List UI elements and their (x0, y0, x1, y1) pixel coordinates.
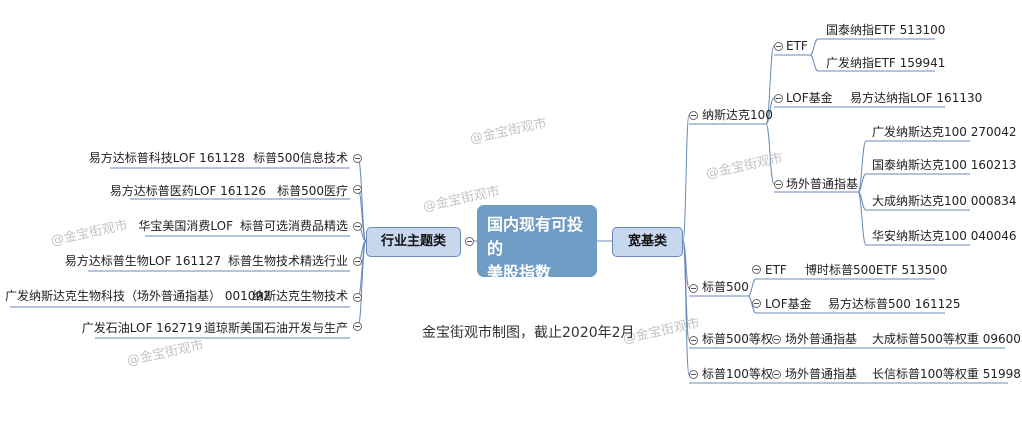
nasdaq-otc-fund-1: 广发纳斯达克100 270042 (872, 125, 1017, 139)
nasdaq-etf-fund-2: 广发纳指ETF 159941 (826, 56, 946, 70)
collapse-toggle-left-6[interactable] (353, 322, 362, 331)
nasdaq-otc-fund-3: 大成纳斯达克100 000834 (872, 194, 1017, 208)
collapse-toggle-sp500eq[interactable] (689, 336, 698, 345)
collapse-toggle-sp500eq-otc[interactable] (772, 335, 781, 344)
source-note: 金宝街观市制图，截止2020年2月 (422, 325, 635, 341)
nasdaq-etf-node[interactable]: ETF (786, 39, 808, 53)
sp500-etf-fund: 博时标普500ETF 513500 (805, 263, 948, 277)
collapse-toggle-sp100eq-otc[interactable] (772, 370, 781, 379)
left-theme-1: 标普500信息技术 (253, 151, 348, 165)
collapse-toggle-left-2[interactable] (353, 185, 362, 194)
collapse-toggle-nasdaq100[interactable] (689, 111, 698, 120)
collapse-toggle-industry[interactable] (465, 237, 474, 246)
sp500eq-fund: 大成标普500等权重 096001 (872, 332, 1022, 346)
sp500-node[interactable]: 标普500 (702, 280, 749, 294)
collapse-toggle-left-4[interactable] (353, 257, 362, 266)
left-fund-5: 广发纳斯达克生物科技（场外普通指基） 001092 (5, 289, 271, 303)
collapse-toggle-sp500[interactable] (689, 284, 698, 293)
collapse-toggle-left-3[interactable] (353, 222, 362, 231)
industry-theme-node[interactable]: 行业主题类 (366, 227, 461, 257)
nasdaq-otc-fund-4: 华安纳斯达克100 040046 (872, 229, 1017, 243)
left-theme-6: 道琼斯美国石油开发与生产 (203, 321, 348, 335)
nasdaq100-node[interactable]: 纳斯达克100 (702, 108, 773, 122)
nasdaq-otc-node[interactable]: 场外普通指基 (786, 177, 859, 191)
root-node[interactable]: 国内现有可投的 美股指数 (477, 205, 597, 282)
left-fund-2: 易方达标普医药LOF 161126 (109, 184, 266, 198)
collapse-toggle-nasdaq-otc[interactable] (774, 180, 783, 189)
left-theme-4: 标普生物技术精选行业 (227, 254, 348, 268)
nasdaq-otc-fund-2: 国泰纳斯达克100 160213 (872, 158, 1017, 172)
collapse-toggle-sp500-etf[interactable] (752, 265, 761, 274)
sp500eq-node[interactable]: 标普500等权 (702, 332, 773, 346)
sp500-lof-node[interactable]: LOF基金 (765, 297, 812, 311)
nasdaq-lof-node[interactable]: LOF基金 (786, 91, 833, 105)
nasdaq-lof-fund: 易方达纳指LOF 161130 (850, 91, 983, 105)
collapse-toggle-left-1[interactable] (353, 154, 362, 163)
left-fund-4: 易方达标普生物LOF 161127 (64, 254, 221, 268)
sp100eq-node[interactable]: 标普100等权 (702, 367, 773, 381)
left-fund-3: 华宝美国消费LOF (138, 219, 233, 233)
collapse-toggle-left-5[interactable] (353, 293, 362, 302)
collapse-toggle-nasdaq-lof[interactable] (774, 94, 783, 103)
left-theme-5: 纳斯达克生物技术 (251, 289, 348, 303)
sp500-lof-fund: 易方达标普500 161125 (828, 297, 961, 311)
sp100eq-otc-node[interactable]: 场外普通指基 (785, 367, 858, 381)
collapse-toggle-nasdaq-etf[interactable] (774, 42, 783, 51)
root-title-line1: 国内现有可投的 (487, 215, 584, 258)
nasdaq-etf-fund-1: 国泰纳指ETF 513100 (826, 23, 946, 37)
sp500eq-otc-node[interactable]: 场外普通指基 (785, 332, 858, 346)
root-title-line2: 美股指数 (487, 263, 552, 282)
left-fund-1: 易方达标普科技LOF 161128 (88, 151, 245, 165)
broad-index-node[interactable]: 宽基类 (612, 227, 683, 257)
left-theme-3: 标普可选消费品精选 (239, 219, 348, 233)
left-fund-6: 广发石油LOF 162719 (81, 321, 202, 335)
collapse-toggle-sp100eq[interactable] (689, 370, 698, 379)
left-theme-2: 标普500医疗 (277, 184, 348, 198)
sp100eq-fund: 长信标普100等权重 519981 (872, 367, 1022, 381)
sp500-etf-node[interactable]: ETF (765, 263, 787, 277)
collapse-toggle-sp500-lof[interactable] (752, 299, 761, 308)
